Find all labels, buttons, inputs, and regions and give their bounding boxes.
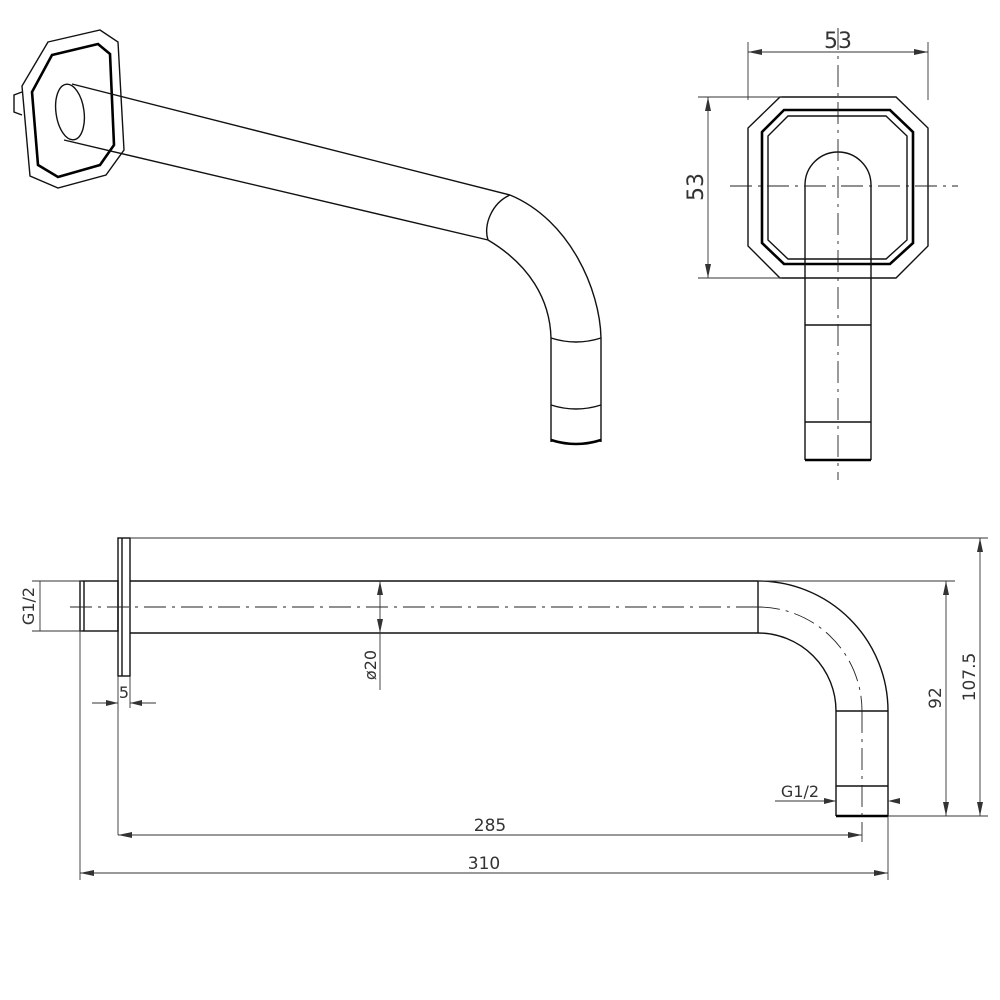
reach-label: 285 (474, 816, 506, 836)
front-width-label: 53 (824, 29, 852, 54)
pipe-diameter-label: ø20 (361, 650, 380, 680)
iso-bend-seam (486, 194, 511, 241)
flange-thickness-label: 5 (119, 683, 129, 702)
outlet-thread-arrow-right (888, 798, 900, 804)
front-width-arrow-left (748, 49, 762, 55)
front-view: 53 53 (684, 28, 958, 480)
front-height-label: 53 (684, 173, 709, 201)
pipe-diameter-arrow-top (377, 581, 383, 595)
reach-arrow-left (118, 832, 132, 838)
drop-arrow-top (943, 581, 949, 595)
isometric-view (13, 29, 602, 446)
overall-label: 310 (468, 854, 500, 874)
overall-arrow-left (80, 870, 94, 876)
iso-outlet-seam (550, 337, 602, 343)
iso-pipe-top (71, 83, 511, 196)
front-height-arrow-top (705, 97, 711, 111)
side-inlet-stub (79, 580, 119, 632)
iso-flange-inner (30, 42, 116, 179)
front-flange-inner (760, 108, 915, 266)
reach-arrow-right (848, 832, 862, 838)
flange-thickness-arrow-left (106, 700, 118, 706)
iso-pipe-start (54, 83, 86, 141)
iso-back-stub (13, 91, 23, 116)
side-view: G1/2 ø20 5 92 107.5 G1/2 (19, 537, 988, 880)
iso-flange-outer (21, 29, 125, 189)
inlet-thread-label: G1/2 (19, 587, 38, 625)
outlet-thread-arrow-left (824, 798, 836, 804)
drop-label: 92 (926, 687, 946, 709)
side-bend-inner (757, 632, 837, 712)
iso-pipe-bottom (63, 139, 489, 241)
outlet-thread-label: G1/2 (781, 782, 819, 801)
front-flange-outer (747, 96, 929, 279)
iso-thread-seam (550, 404, 602, 410)
total-height-arrow-top (977, 538, 983, 552)
iso-outlet-tip (550, 438, 602, 446)
side-bend-outer (757, 580, 889, 712)
iso-bend-inner (487, 239, 552, 339)
drop-arrow-bottom (943, 802, 949, 816)
side-centerline-arc (757, 606, 863, 712)
flange-thickness-arrow-right (130, 700, 142, 706)
iso-bend-outer (509, 194, 602, 339)
front-pipe-body (804, 325, 872, 460)
front-width-arrow-right (914, 49, 928, 55)
pipe-diameter-arrow-bottom (377, 619, 383, 633)
total-height-arrow-bottom (977, 802, 983, 816)
overall-arrow-right (874, 870, 888, 876)
front-height-arrow-bottom (705, 264, 711, 278)
front-flange-inner2 (767, 115, 908, 260)
total-height-label: 107.5 (960, 653, 980, 702)
